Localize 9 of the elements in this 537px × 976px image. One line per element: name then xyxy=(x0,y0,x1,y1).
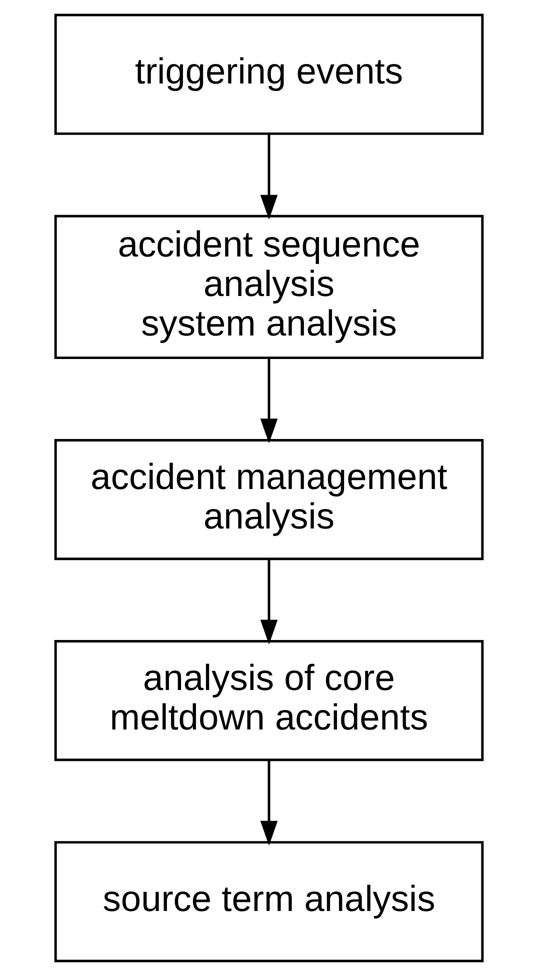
node-box: accident management analysis xyxy=(54,438,484,560)
arrow xyxy=(260,760,278,846)
arrow xyxy=(260,558,278,645)
node-box: accident sequence analysis system analysis xyxy=(54,214,484,360)
arrow xyxy=(260,134,278,220)
node-box: source term analysis xyxy=(54,841,484,962)
arrow xyxy=(260,358,278,444)
node-box: analysis of core meltdown accidents xyxy=(54,640,484,762)
node-box: triggering events xyxy=(54,14,484,135)
